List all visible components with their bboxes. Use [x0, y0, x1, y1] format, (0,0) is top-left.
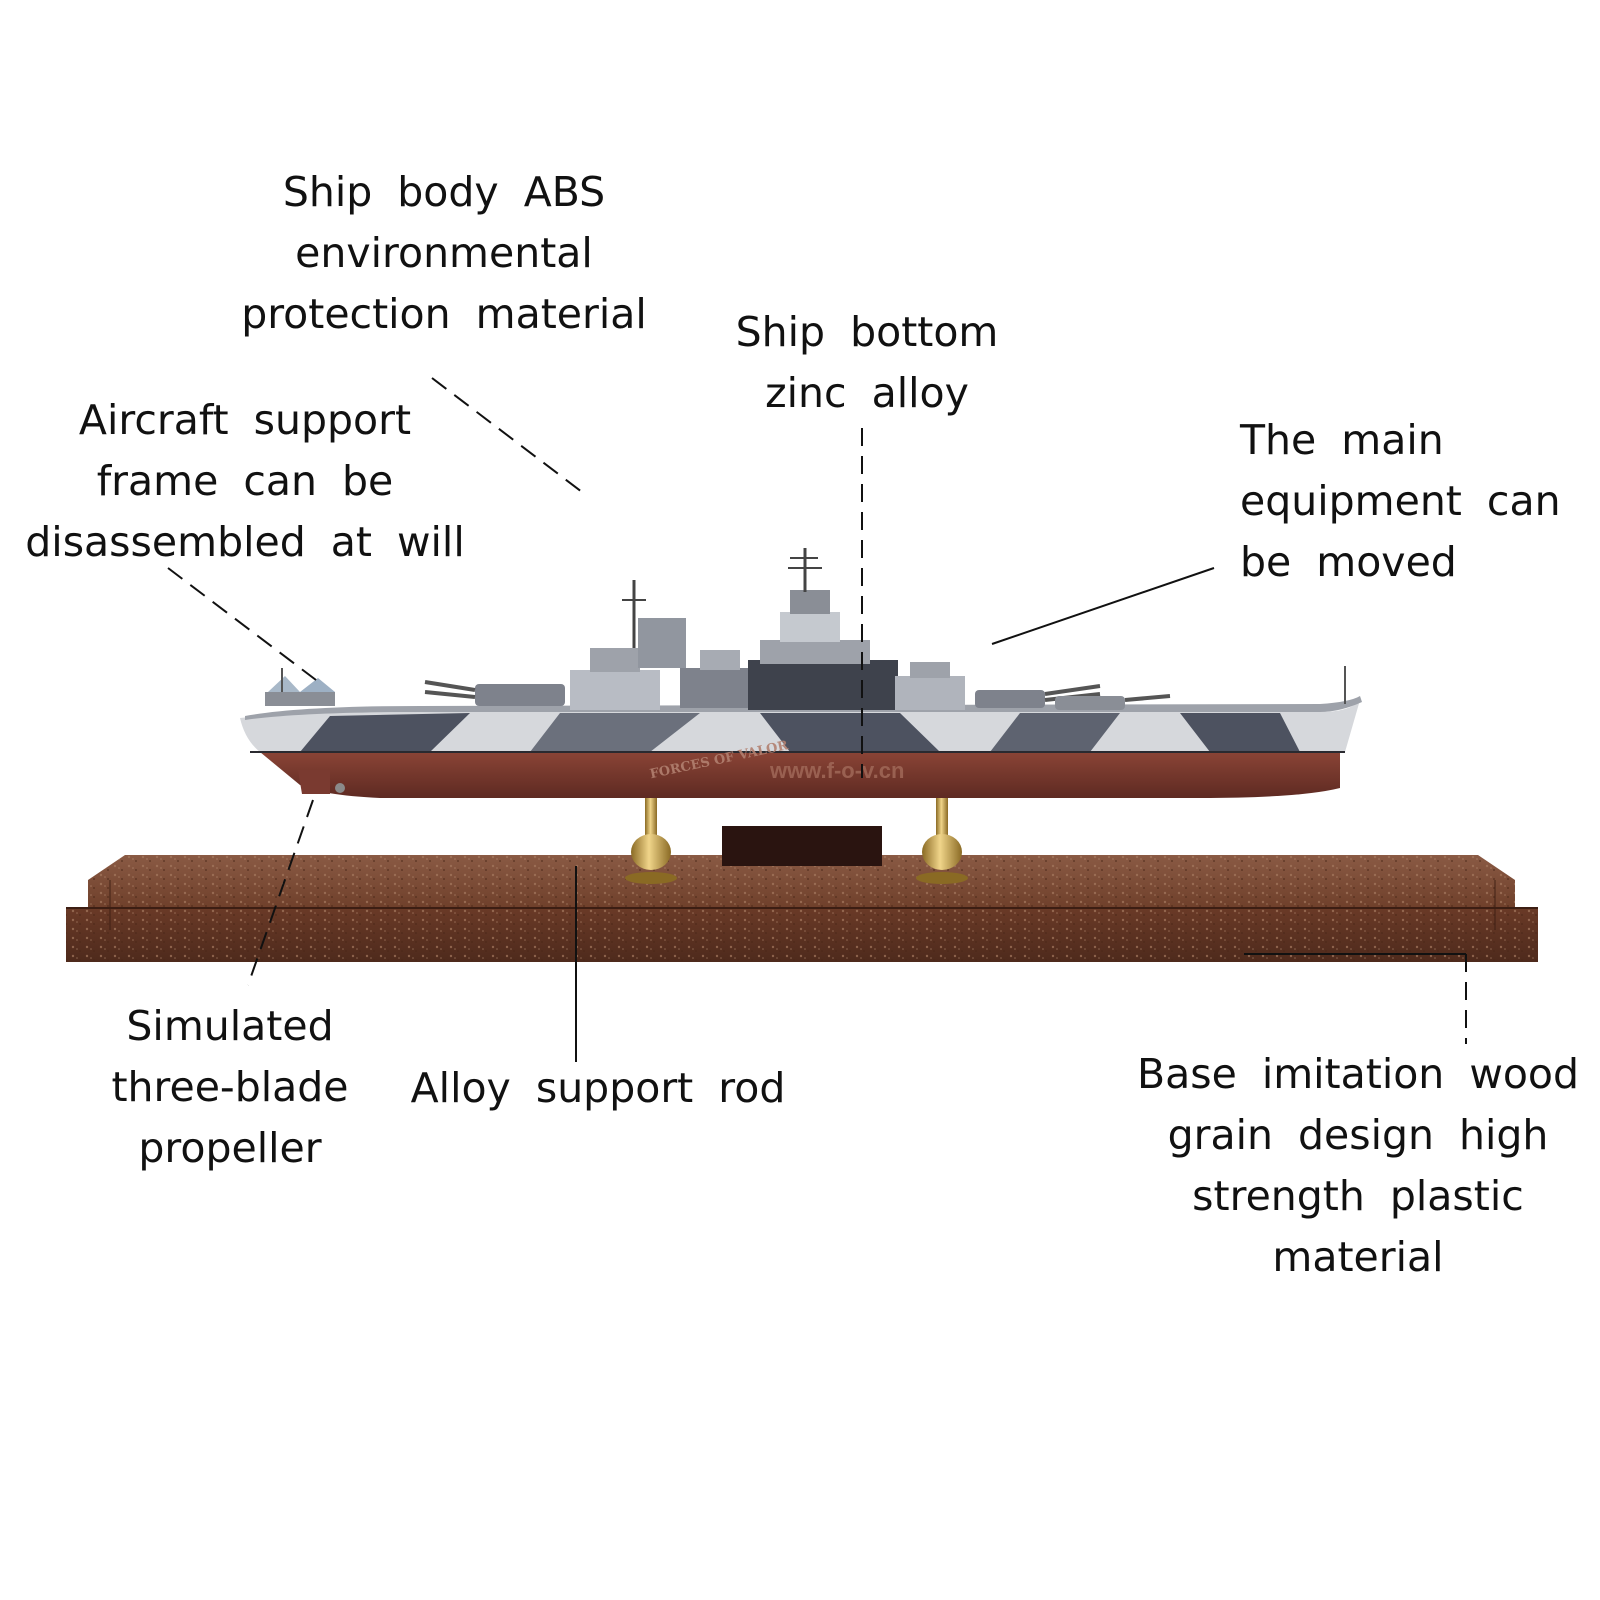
leader-main-equipment — [991, 567, 1215, 645]
callout-line: Ship bottom — [735, 308, 999, 356]
mid-superstructure — [680, 650, 760, 708]
callout-line: Ship body ABS — [282, 168, 606, 216]
callout-line: equipment can — [1240, 477, 1561, 525]
forward-turret-b — [975, 684, 1101, 708]
callout-line: zinc alloy — [765, 369, 969, 417]
name-plate — [722, 826, 882, 866]
main-tower — [748, 548, 898, 710]
propeller — [298, 770, 330, 794]
callout-aircraft-frame: Aircraft support frame can be disassembl… — [10, 390, 480, 573]
leader-lines — [167, 377, 1467, 1062]
callout-line: strength plastic — [1192, 1172, 1524, 1220]
aircraft-crane — [265, 668, 335, 706]
callout-line: material — [1272, 1233, 1444, 1281]
callout-line: protection material — [241, 290, 647, 338]
callout-line: Base imitation wood — [1136, 1050, 1580, 1098]
callout-ship-bottom: Ship bottom zinc alloy — [722, 302, 1012, 424]
leader-aircraft-frame — [167, 567, 317, 681]
callout-line: propeller — [138, 1124, 322, 1172]
callout-line: frame can be — [96, 457, 394, 505]
callout-line: three-blade — [111, 1063, 349, 1111]
callout-ship-body: Ship body ABS environmental protection m… — [234, 162, 654, 345]
brass-stand-left — [625, 798, 677, 884]
callout-support-rod: Alloy support rod — [388, 1058, 808, 1119]
callout-main-equipment: The main equipment can be moved — [1240, 410, 1580, 593]
leader-propeller — [247, 799, 314, 986]
callout-line: grain design high — [1167, 1111, 1549, 1159]
callout-line: The main — [1240, 416, 1444, 464]
leader-ship-body — [431, 377, 583, 493]
forward-turret-a — [1055, 694, 1171, 710]
callout-base: Base imitation wood grain design high st… — [1128, 1044, 1588, 1288]
callout-line: Alloy support rod — [410, 1064, 786, 1112]
brass-stand-right — [916, 798, 968, 884]
wood-base — [66, 855, 1538, 962]
watermark: www.f-o-v.cn — [769, 758, 904, 783]
callout-line: Simulated — [126, 1002, 334, 1050]
callout-line: be moved — [1240, 538, 1457, 586]
aft-superstructure — [570, 580, 686, 710]
callout-line: environmental — [295, 229, 593, 277]
aft-turret — [424, 680, 565, 706]
callout-line: disassembled at will — [25, 518, 465, 566]
forward-superstructure — [895, 662, 965, 710]
callout-line: Aircraft support — [78, 396, 412, 444]
battleship-model: FORCES OF VALOR www.f-o-v.cn — [240, 548, 1362, 798]
callout-propeller: Simulated three-blade propeller — [95, 996, 365, 1179]
